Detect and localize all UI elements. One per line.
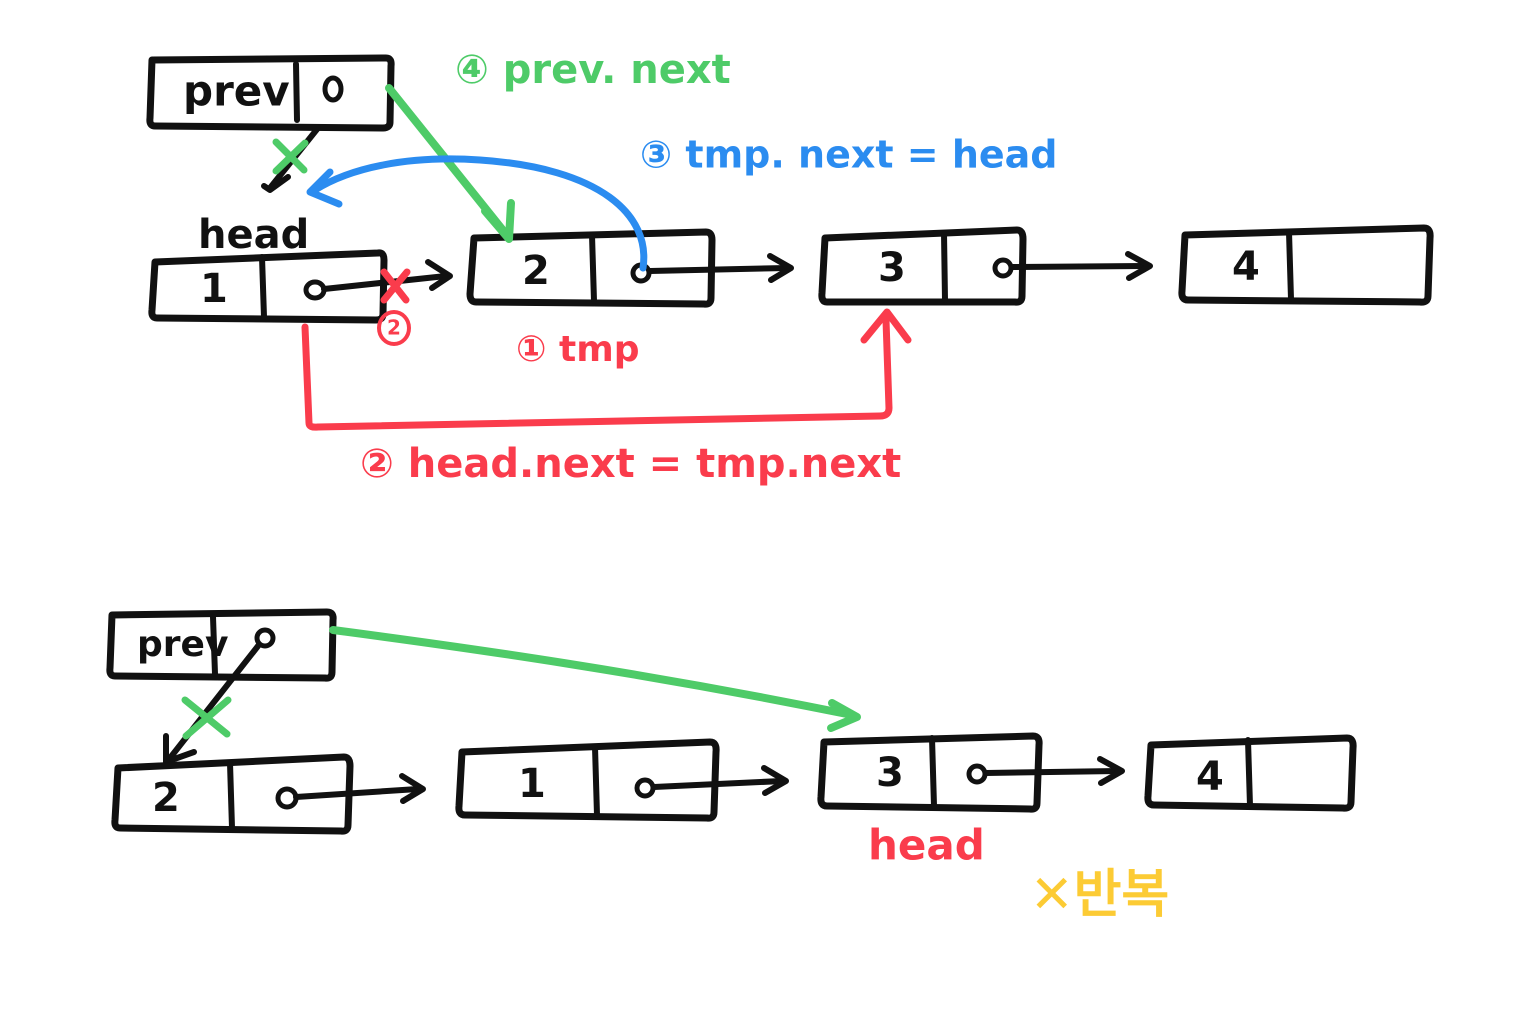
bottom-green-prev-next-arrow	[329, 626, 861, 732]
bottom-arrow-3-to-4	[983, 756, 1125, 786]
top-annotation-step1-text: ① tmp	[516, 329, 640, 370]
bottom-prev-box: prev	[106, 608, 337, 682]
bottom-prev-pointer-dot	[254, 627, 276, 649]
top-prev-box: prev	[146, 54, 395, 132]
bottom-node-4: 4	[1144, 734, 1357, 812]
top-node-2: 2	[466, 228, 716, 308]
top-annotation-step2-text: ② head.next = tmp.next	[360, 441, 901, 487]
top-annotation-step4-text: ④ prev. next	[455, 47, 731, 93]
top-arrow-3-to-4	[1009, 251, 1153, 281]
top-step2-marker-text: 2	[387, 316, 401, 340]
bottom-node-2: 2	[111, 753, 354, 835]
top-node-3: 3	[818, 226, 1027, 306]
top-node-3-value: 3	[878, 245, 906, 291]
top-arrow-1-to-2	[321, 259, 453, 292]
top-node-1-value: 1	[200, 266, 228, 312]
bottom-node-4-value: 4	[1196, 754, 1224, 800]
bottom-prev-old-next-arrow	[163, 643, 261, 765]
top-cross-head-next-icon	[380, 268, 411, 304]
bottom-node-3-pointer-dot	[966, 763, 988, 785]
bottom-node-2-value: 2	[152, 775, 180, 821]
top-cross-prev-icon	[272, 138, 309, 175]
top-head-label: head	[198, 212, 309, 258]
bottom-prev-label: prev	[137, 624, 228, 665]
top-red-head-next-path	[301, 308, 912, 431]
bottom-node-1-pointer-dot	[634, 777, 656, 799]
top-node-2-value: 2	[522, 248, 550, 294]
bottom-note-text: ✕반복	[1030, 865, 1169, 925]
bottom-node-1-value: 1	[518, 761, 546, 807]
bottom-arrow-1-to-3	[651, 765, 789, 796]
bottom-arrow-2-to-1	[293, 773, 426, 804]
top-node-3-pointer-dot	[992, 257, 1014, 279]
bottom-node-1: 1	[455, 738, 720, 822]
top-blue-tmp-next-curve	[306, 155, 648, 272]
top-node-4-value: 4	[1232, 244, 1260, 290]
bottom-node-3-value: 3	[876, 750, 904, 796]
top-arrow-2-to-3	[647, 253, 794, 283]
top-annotation-step3-text: ③ tmp. next = head	[640, 133, 1058, 177]
bottom-cross-prev-icon	[181, 696, 232, 740]
top-step2-marker: 2	[377, 310, 411, 346]
bottom-head-label: head	[868, 821, 985, 870]
bottom-node-3: 3	[817, 732, 1043, 813]
top-prev-label: prev	[183, 67, 290, 116]
top-node-4: 4	[1178, 224, 1434, 306]
top-annotation-step3: ③ tmp. next = head	[640, 133, 1058, 177]
top-prev-pointer-dot	[322, 75, 344, 103]
top-annotation-step4: ④ prev. next	[455, 47, 731, 93]
